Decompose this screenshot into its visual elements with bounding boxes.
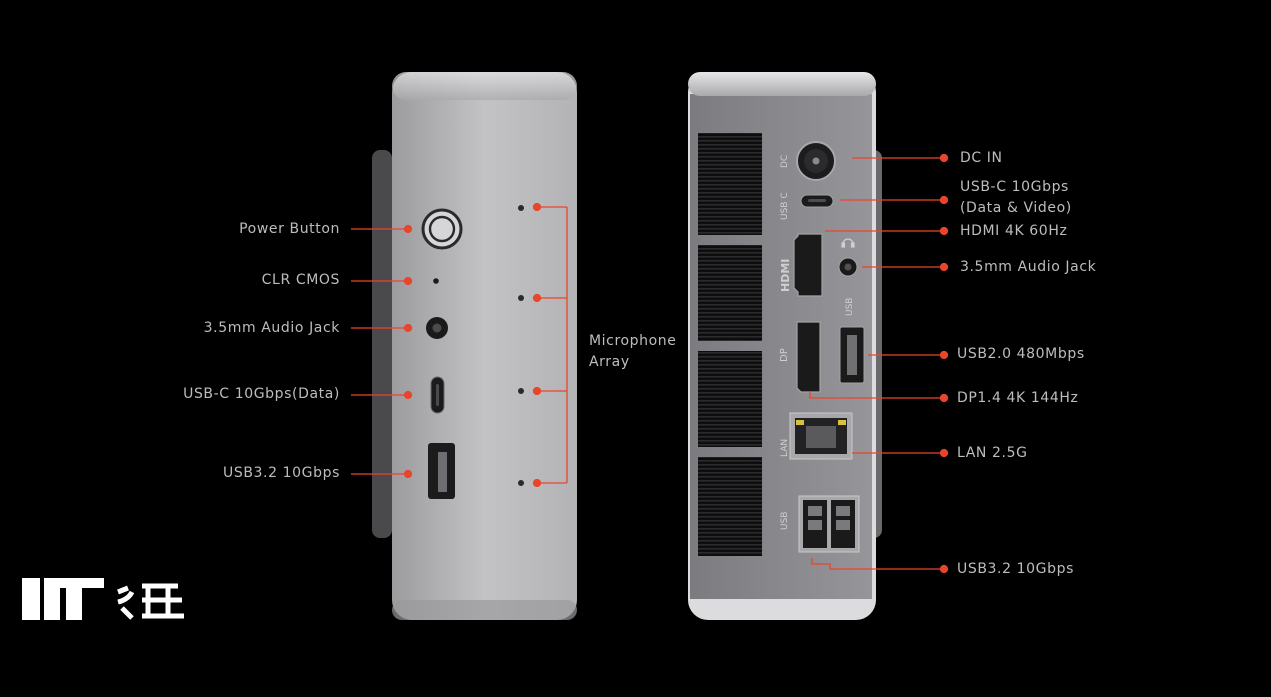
- silk-dc: DC: [780, 155, 790, 168]
- microphone-holes: [518, 205, 524, 486]
- audio-jack-front: [426, 317, 448, 339]
- audio-jack-right-label: 3.5mm Audio Jack: [960, 259, 1097, 275]
- silk-usb-bottom: USB: [780, 512, 790, 530]
- clr-cmos-hole: [433, 278, 439, 284]
- displayport-port: [796, 321, 821, 393]
- usb32-ports-rear: [798, 495, 860, 553]
- power-button-label: Power Button: [239, 221, 340, 237]
- usbc-port-rear: [800, 194, 834, 208]
- dc-in-port: [796, 141, 836, 181]
- vent-grilles: [698, 133, 762, 556]
- usba-port-front: [428, 443, 455, 499]
- audio-jack-left-label: 3.5mm Audio Jack: [203, 320, 340, 336]
- hdmi-port: [793, 233, 823, 297]
- ithome-logo: [22, 578, 184, 620]
- audio-jack-rear: [838, 257, 858, 277]
- silk-usbc: USB C: [780, 192, 790, 220]
- usb32-left-label: USB3.2 10Gbps: [223, 465, 340, 481]
- usbc-data-label: USB-C 10Gbps(Data): [183, 386, 340, 402]
- silk-usb-small: USB: [845, 298, 855, 316]
- headphone-icon: [841, 238, 855, 248]
- dc-in-label: DC IN: [960, 150, 1003, 166]
- dp-label: DP1.4 4K 144Hz: [957, 390, 1079, 406]
- front-panel-device: [372, 72, 577, 620]
- silk-lan: LAN: [780, 439, 790, 457]
- lan-label: LAN 2.5G: [957, 445, 1028, 461]
- right-callouts: [809, 153, 949, 574]
- silk-hdmi: HDMI: [779, 259, 792, 292]
- hdmi-label: HDMI 4K 60Hz: [960, 223, 1068, 239]
- usb32-right-label: USB3.2 10Gbps: [957, 561, 1074, 577]
- power-button: [421, 208, 463, 250]
- rear-panel-device: DC USB C HDMI USB DP LAN USB: [688, 72, 882, 620]
- silk-dp: DP: [779, 348, 790, 362]
- usb20-port: [839, 326, 865, 384]
- left-callouts: [351, 202, 568, 488]
- lan-port: [789, 412, 853, 460]
- microphone-array-label: Microphone Array: [589, 333, 677, 370]
- usb20-label: USB2.0 480Mbps: [957, 346, 1085, 362]
- clr-cmos-label: CLR CMOS: [261, 272, 340, 288]
- usbc-video-label: USB-C 10Gbps (Data & Video): [960, 179, 1072, 216]
